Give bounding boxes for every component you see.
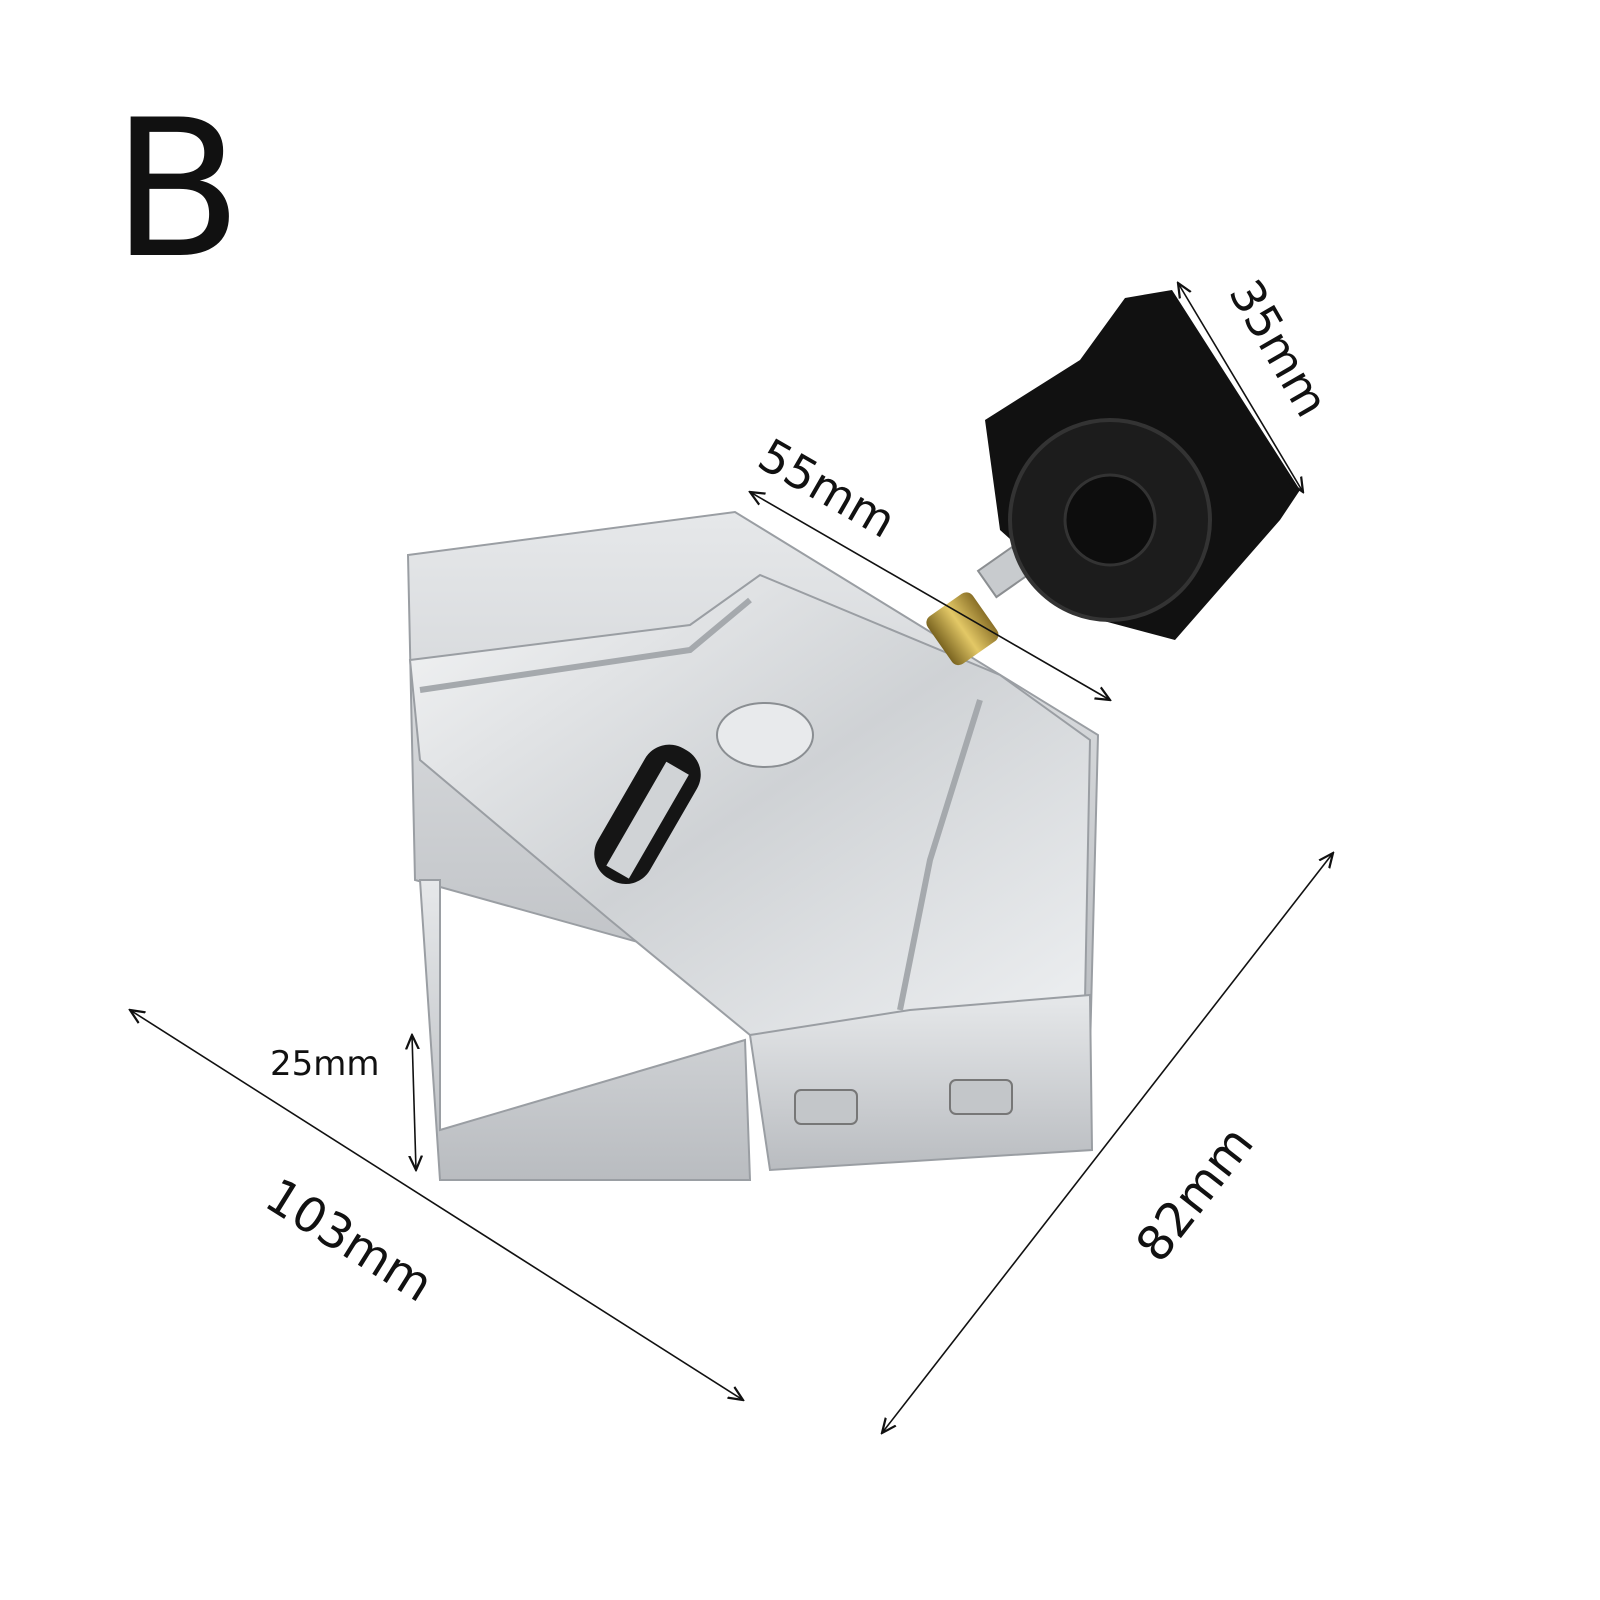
dimension-label: 103mm (256, 1168, 443, 1314)
latch-left (794, 1089, 858, 1125)
angle-clamp-image (406, 290, 1300, 1181)
dimension-jaw-height: 25mm (270, 1035, 416, 1170)
pivot-pin (716, 702, 814, 768)
dimension-label: 82mm (1125, 1116, 1264, 1272)
panel-letter: B (112, 79, 242, 300)
dimension-label: 25mm (270, 1044, 380, 1084)
latch-right (949, 1079, 1013, 1115)
dimension-label: 55mm (750, 428, 905, 549)
